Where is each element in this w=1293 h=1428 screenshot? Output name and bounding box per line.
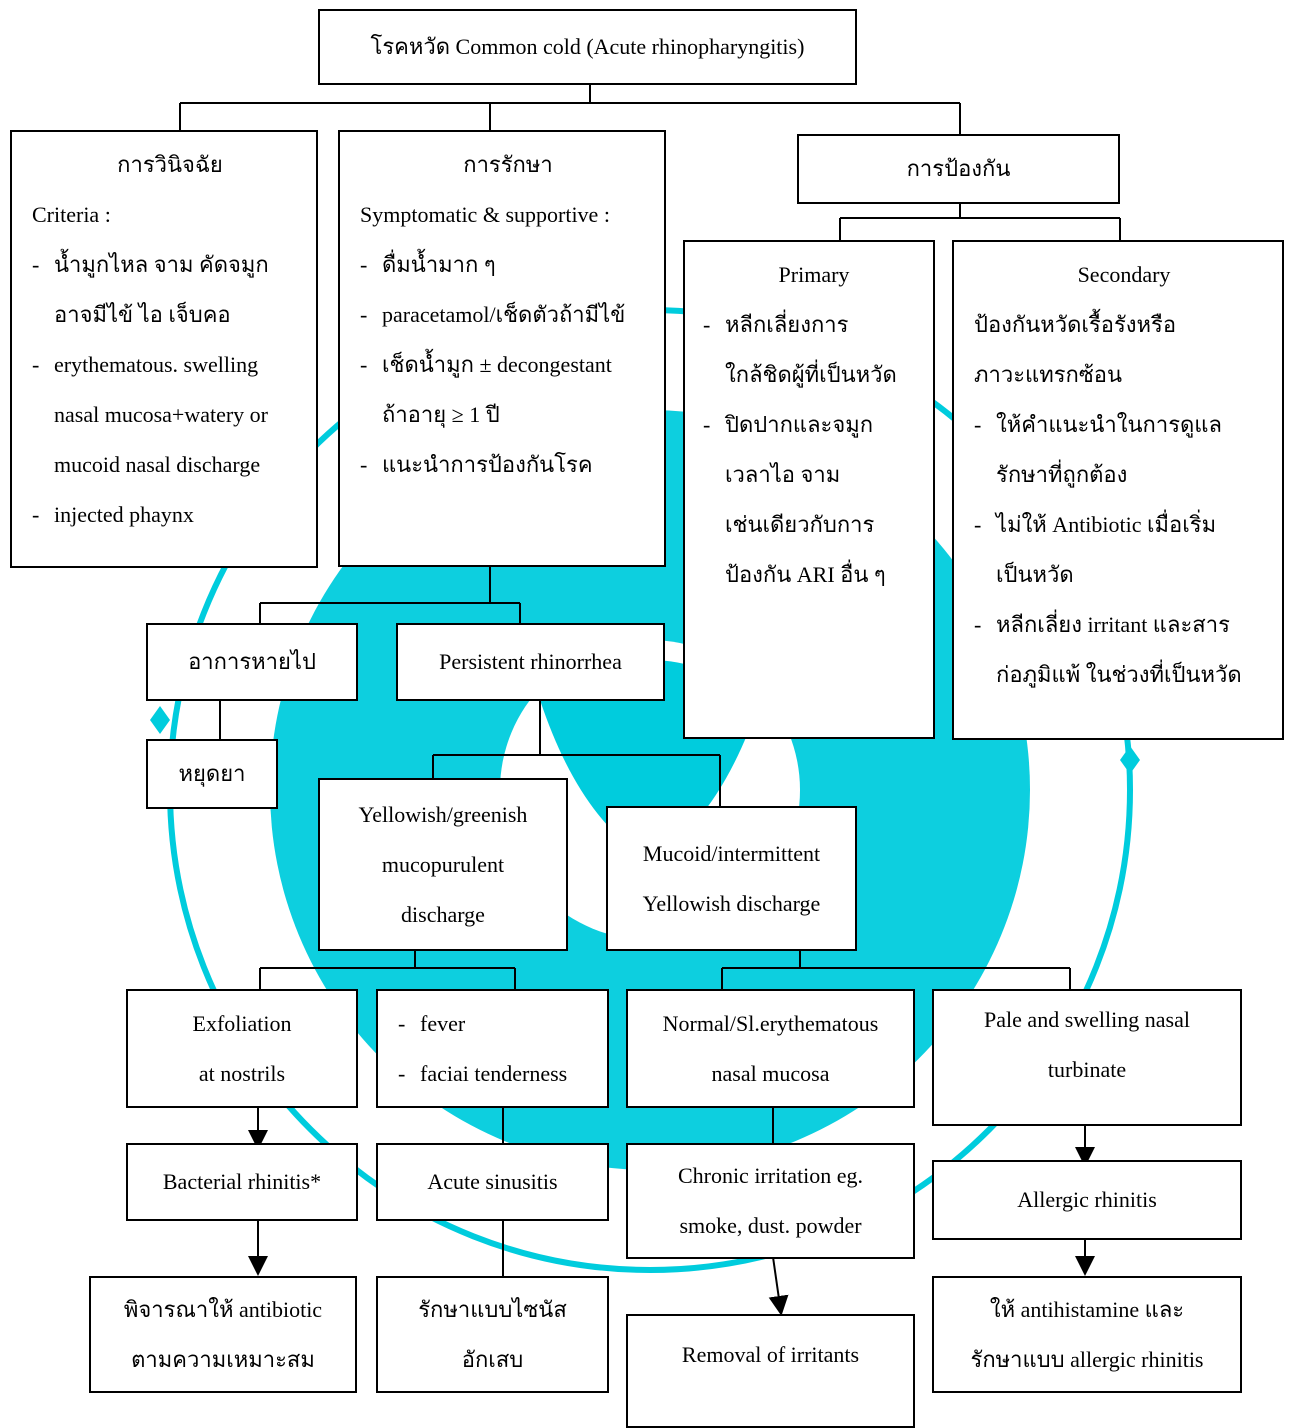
treatment-item-line: ถ้าอายุ ≥ 1 ปี — [382, 402, 500, 427]
symptoms-gone-text: อาการหายไป — [188, 649, 316, 674]
primary-item: ปิดปากและจมูก เวลาไอ จาม เช่นเดียวกับการ… — [703, 400, 925, 600]
symptoms-gone-box: อาการหายไป — [146, 623, 358, 701]
secondary-item-line: รักษาที่ถูกต้อง — [996, 462, 1128, 487]
pale-turbinate-line: turbinate — [1047, 1057, 1127, 1082]
antibiotic-line: ตามความเหมาะสม — [131, 1346, 315, 1372]
secondary-item: หลีกเลี่ยง irritant และสาร ก่อภูมิแพ้ ใน… — [974, 600, 1274, 700]
persistent-rhinorrhea-text: Persistent rhinorrhea — [439, 649, 622, 674]
treatment-heading: การรักษา — [463, 152, 553, 177]
title-box: โรคหวัด Common cold (Acute rhinopharyngi… — [318, 9, 857, 85]
secondary-item-line: ให้คำแนะนำในการดูแล — [996, 412, 1222, 437]
secondary-item: ให้คำแนะนำในการดูแล รักษาที่ถูกต้อง — [974, 400, 1274, 500]
diagnosis-box: การวินิจฉัย Criteria : น้ำมูกไหล จาม คัด… — [10, 130, 318, 568]
pale-turbinate-box: Pale and swelling nasal turbinate — [932, 989, 1242, 1126]
secondary-intro-line: ป้องกันหวัดเรื้อรังหรือ — [974, 312, 1177, 337]
diagnosis-item-line: อาจมีไข้ ไอ เจ็บคอ — [54, 302, 231, 327]
treatment-item: paracetamol/เช็ดตัวถ้ามีไข้ — [360, 290, 656, 340]
secondary-item: ไม่ให้ Antibiotic เมื่อเริ่ม เป็นหวัด — [974, 500, 1274, 600]
pale-turbinate-line: Pale and swelling nasal — [984, 1007, 1190, 1032]
normal-mucosa-line: Normal/Sl.erythematous — [662, 1010, 879, 1036]
chronic-irritation-box: Chronic irritation eg. smoke, dust. powd… — [626, 1143, 915, 1259]
bacterial-rhinitis-box: Bacterial rhinitis* — [126, 1143, 358, 1221]
diagnosis-item-line: injected phaynx — [54, 502, 194, 527]
removal-irritants-text: Removal of irritants — [681, 1342, 860, 1367]
primary-item-line: ใกล้ชิดผู้ที่เป็นหวัด — [725, 362, 897, 387]
primary-item: หลีกเลี่ยงการ ใกล้ชิดผู้ที่เป็นหวัด — [703, 300, 925, 400]
sinus-treatment-box: รักษาแบบไซนัส อักเสบ — [376, 1276, 609, 1393]
primary-box: Primary หลีกเลี่ยงการ ใกล้ชิดผู้ที่เป็นห… — [683, 240, 935, 739]
mucoid-line: Yellowish discharge — [642, 890, 821, 916]
treatment-item-line: เช็ดน้ำมูก ± decongestant — [382, 352, 612, 377]
mucoid-line: Mucoid/intermittent — [642, 840, 821, 866]
persistent-rhinorrhea-box: Persistent rhinorrhea — [396, 623, 665, 701]
mucoid-box: Mucoid/intermittent Yellowish discharge — [606, 806, 857, 951]
diagnosis-heading: การวินิจฉัย — [117, 152, 223, 177]
secondary-item-line: เป็นหวัด — [996, 562, 1074, 587]
secondary-item-line: ก่อภูมิแพ้ ในช่วงที่เป็นหวัด — [996, 662, 1242, 687]
sinus-treatment-line: อักเสบ — [461, 1346, 524, 1372]
title-text: โรคหวัด Common cold (Acute rhinopharyngi… — [370, 34, 805, 59]
treatment-item: เช็ดน้ำมูก ± decongestant ถ้าอายุ ≥ 1 ปี — [360, 340, 656, 440]
fever-item: faciai tenderness — [398, 1049, 599, 1099]
chronic-irritation-line: Chronic irritation eg. — [677, 1163, 864, 1188]
secondary-intro-line: ภาวะแทรกซ้อน — [974, 362, 1123, 387]
mucopurulent-box: Yellowish/greenish mucopurulent discharg… — [318, 778, 568, 951]
removal-irritants-box: Removal of irritants — [626, 1314, 915, 1428]
treatment-box: การรักษา Symptomatic & supportive : ดื่ม… — [338, 130, 666, 567]
chronic-irritation-line: smoke, dust. powder — [679, 1213, 862, 1238]
primary-item-line: เช่นเดียวกับการ — [725, 512, 875, 537]
treatment-intro: Symptomatic & supportive : — [360, 202, 610, 227]
normal-mucosa-line: nasal mucosa — [711, 1060, 830, 1086]
normal-mucosa-box: Normal/Sl.erythematous nasal mucosa — [626, 989, 915, 1108]
secondary-item-line: หลีกเลี่ยง irritant และสาร — [996, 612, 1230, 637]
stop-drug-text: หยุดยา — [178, 761, 246, 786]
diagnosis-item: injected phaynx — [32, 490, 308, 540]
stop-drug-box: หยุดยา — [146, 739, 278, 809]
acute-sinusitis-box: Acute sinusitis — [376, 1143, 609, 1221]
diagnosis-item: น้ำมูกไหล จาม คัดจมูก อาจมีไข้ ไอ เจ็บคอ — [32, 240, 308, 340]
antihistamine-line: ให้ antihistamine และ — [989, 1296, 1185, 1322]
diagnosis-item-line: nasal mucosa+watery or — [54, 402, 268, 427]
secondary-heading: Secondary — [1077, 262, 1171, 287]
fever-item: fever — [398, 999, 599, 1049]
antibiotic-box: พิจารณาให้ antibiotic ตามความเหมาะสม — [89, 1276, 357, 1393]
treatment-item: แนะนำการป้องกันโรค — [360, 440, 656, 490]
primary-item-line: หลีกเลี่ยงการ — [725, 312, 849, 337]
fever-item-line: fever — [420, 1011, 466, 1036]
prevention-box: การป้องกัน — [797, 134, 1120, 204]
secondary-box: Secondary ป้องกันหวัดเรื้อรังหรือ ภาวะแท… — [952, 240, 1284, 740]
mucopurulent-line: discharge — [401, 901, 485, 927]
diagnosis-item-line: erythematous. swelling — [54, 352, 259, 377]
primary-item-line: เวลาไอ จาม — [725, 462, 841, 487]
primary-heading: Primary — [778, 262, 850, 287]
antihistamine-line: รักษาแบบ allergic rhinitis — [970, 1346, 1204, 1372]
antihistamine-box: ให้ antihistamine และ รักษาแบบ allergic … — [932, 1276, 1242, 1393]
treatment-item-line: แนะนำการป้องกันโรค — [382, 452, 593, 477]
antibiotic-line: พิจารณาให้ antibiotic — [123, 1296, 323, 1322]
diagnosis-criteria-label: Criteria : — [32, 202, 111, 227]
primary-item-line: ปิดปากและจมูก — [725, 412, 874, 437]
diagnosis-item-line: น้ำมูกไหล จาม คัดจมูก — [54, 252, 269, 277]
bacterial-rhinitis-text: Bacterial rhinitis* — [162, 1169, 322, 1194]
prevention-heading: การป้องกัน — [906, 156, 1011, 181]
exfoliation-line: Exfoliation — [192, 1010, 292, 1036]
treatment-item-line: paracetamol/เช็ดตัวถ้ามีไข้ — [382, 302, 626, 327]
diagnosis-item-line: mucoid nasal discharge — [54, 452, 261, 477]
primary-item-line: ป้องกัน ARI อื่น ๆ — [725, 562, 886, 587]
fever-item-line: faciai tenderness — [420, 1061, 568, 1086]
sinus-treatment-line: รักษาแบบไซนัส — [418, 1296, 567, 1322]
secondary-item-line: ไม่ให้ Antibiotic เมื่อเริ่ม — [996, 512, 1217, 537]
exfoliation-box: Exfoliation at nostrils — [126, 989, 358, 1108]
fever-box: fever faciai tenderness — [376, 989, 609, 1108]
mucopurulent-line: Yellowish/greenish — [358, 801, 528, 827]
diagnosis-item: erythematous. swelling nasal mucosa+wate… — [32, 340, 308, 490]
mucopurulent-line: mucopurulent — [381, 851, 505, 877]
treatment-item-line: ดื่มน้ำมาก ๆ — [382, 252, 496, 277]
allergic-rhinitis-text: Allergic rhinitis — [1017, 1187, 1157, 1212]
exfoliation-line: at nostrils — [198, 1060, 286, 1086]
treatment-item: ดื่มน้ำมาก ๆ — [360, 240, 656, 290]
acute-sinusitis-text: Acute sinusitis — [427, 1169, 558, 1194]
allergic-rhinitis-box: Allergic rhinitis — [932, 1160, 1242, 1240]
